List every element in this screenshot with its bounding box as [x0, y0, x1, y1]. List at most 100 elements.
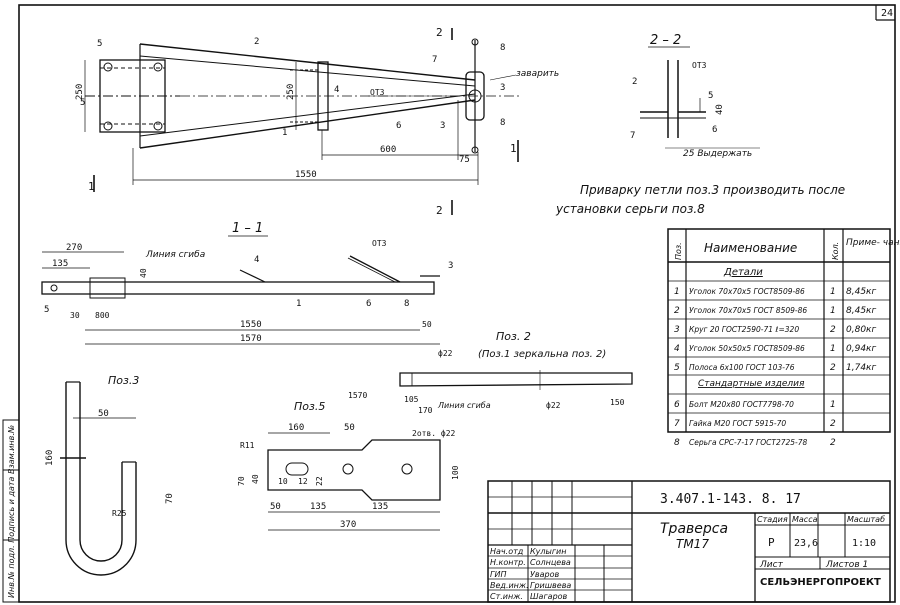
- dim-250-mid: 250: [286, 84, 296, 100]
- pos5-dim-370: 370: [340, 520, 356, 530]
- dim-1570-s11: 1570: [240, 334, 262, 344]
- spec-cell-qty: 2: [830, 325, 836, 335]
- spec-cell-name: Круг 20 ГОСТ2590-71 ℓ=320: [689, 325, 799, 334]
- spec-cell-qty: 1: [830, 287, 836, 297]
- pos-3-view: Поз.3 50 160 70 R25: [45, 374, 175, 576]
- dim-250-left: 250: [75, 84, 85, 100]
- stage-label: Стадия: [757, 515, 788, 524]
- spec-section-details: Детали: [723, 267, 763, 278]
- pos5-title: Поз.5: [294, 400, 325, 413]
- section-2-2-callout-5: 5: [708, 91, 713, 101]
- callout-6: 6: [396, 121, 401, 131]
- s11-callout-5: 5: [44, 305, 49, 315]
- s11-callout-8: 8: [404, 299, 409, 309]
- dim-75: 75: [459, 155, 470, 165]
- title-line-2: ТМ17: [676, 537, 709, 551]
- spec-header-pos: Поз.: [674, 242, 683, 260]
- side-stamp: Инв.№ подл. Подпись и дата Взам.инв.№: [2, 419, 20, 603]
- pos5-dim-100: 100: [451, 465, 460, 480]
- pos2-dim-1570: 1570: [348, 391, 367, 400]
- callout-7: 7: [432, 55, 437, 65]
- section-2-2: 2 – 2 40 ОТЗ 25 Выдержать 2 7 5 6: [630, 33, 760, 159]
- pos5-dim-12: 12: [298, 477, 308, 486]
- section-2-2-dim40: 40: [715, 104, 725, 115]
- section-2-2-callout-2: 2: [632, 77, 637, 87]
- spec-cell-note: 8,45кг: [846, 287, 876, 297]
- callout-1: 1: [282, 128, 287, 138]
- mass-label: Масса: [792, 515, 818, 524]
- callout-8-bottom: 8: [500, 118, 505, 128]
- spec-row: 1 Уголок 70х70х5 ГОСТ8509-86 1 8,45кг: [674, 287, 876, 297]
- spec-cell-name: Гайка М20 ГОСТ 5915-70: [689, 419, 786, 428]
- spec-cell-pos: 4: [674, 344, 680, 354]
- sheets-label: Листов 1: [825, 560, 868, 570]
- dim-50-s11: 50: [422, 320, 432, 329]
- pos2-dim-105: 105: [404, 395, 419, 404]
- callout-3-lower: 3: [440, 121, 445, 131]
- pos2-dim-150: 150: [610, 398, 625, 407]
- staff-role: Нач.отд: [490, 547, 524, 556]
- callout-3-right: 3: [500, 83, 505, 93]
- pos3-title: Поз.3: [108, 374, 139, 387]
- s11-callout-1: 1: [296, 299, 301, 309]
- dim-800: 800: [95, 311, 110, 320]
- spec-cell-qty: 2: [830, 419, 836, 429]
- pos5-dim-70: 70: [237, 476, 246, 486]
- spec-cell-pos: 1: [674, 287, 680, 297]
- spec-cell-name: Уголок 70х70х5 ГОСТ8509-86: [689, 287, 805, 296]
- spec-cell-pos: 3: [674, 325, 680, 335]
- spec-cell-name: Уголок 50х50х5 ГОСТ8509-86: [689, 344, 805, 353]
- stage-value: Р: [768, 536, 775, 549]
- dim-1550-plan: 1550: [295, 170, 317, 180]
- note-line-2: установки серьги поз.8: [555, 202, 705, 216]
- staff-name: Солнцева: [530, 558, 571, 567]
- s11-callout-4: 4: [254, 255, 259, 265]
- section-1-1: 1 – 1 270 135 40 30 800 1550 50 1570 Лин…: [41, 221, 453, 345]
- dim-1550-s11: 1550: [240, 320, 262, 330]
- staff-role: Вед.инж.: [490, 581, 529, 590]
- pos5-dim-50b: 50: [270, 502, 281, 512]
- section-2-2-dim25: 25 Выдержать: [683, 149, 752, 159]
- dim-270: 270: [66, 243, 82, 253]
- pos5-dim-holes: 2отв. ф22: [412, 429, 456, 438]
- section-2-2-callout-7: 7: [630, 131, 635, 141]
- staff-role: Ст.инж.: [490, 592, 523, 601]
- pos3-dim-r25: R25: [112, 509, 127, 518]
- dim-30: 30: [70, 311, 80, 320]
- spec-cell-qty: 1: [830, 344, 836, 354]
- org-name: СЕЛЬЭНЕРГОПРОЕКТ: [760, 577, 881, 588]
- plan-view: 250 250 600 75 1550 ОТЗ заварить 5 5 2 4…: [75, 26, 559, 217]
- spec-cell-name: Полоса 6х100 ГОСТ 103-76: [689, 363, 795, 372]
- spec-cell-note: 0,80кг: [846, 325, 876, 335]
- section-mark-2-bottom: 2: [436, 204, 443, 217]
- spec-cell-qty: 1: [830, 306, 836, 316]
- mass-value: 23,6: [794, 538, 818, 549]
- spec-table: Поз. Наименование Кол. Приме- чание Дета…: [667, 228, 900, 448]
- label-bend-line-s11: Линия сгиба: [145, 250, 205, 260]
- title-line-1: Траверса: [660, 521, 728, 537]
- label-weld: заварить: [516, 69, 559, 79]
- spec-cell-qty: 2: [830, 438, 836, 448]
- spec-cell-note: 1,74кг: [846, 363, 876, 373]
- spec-cell-pos: 8: [674, 438, 680, 448]
- scale-value: 1:10: [852, 538, 876, 549]
- spec-cell-pos: 6: [674, 400, 680, 410]
- pos5-dim-135b: 135: [372, 502, 388, 512]
- sheet-frame: [18, 4, 896, 603]
- pos-5-view: Поз.5 160 50 R11 2отв. ф22 70 40 10 12 2…: [237, 400, 460, 531]
- pos2-bend-line: Линия сгиба: [437, 401, 491, 410]
- spec-header-note: Приме- чание: [846, 238, 900, 248]
- callout-8-top: 8: [500, 43, 505, 53]
- dim-135: 135: [52, 259, 68, 269]
- dim-40-s11: 40: [139, 268, 148, 278]
- pos-2-view: Поз. 2 (Поз.1 зеркальна поз. 2) ф22 ф22 …: [348, 330, 633, 415]
- doc-code: 3.407.1-143. 8. 17: [660, 492, 801, 507]
- pos2-dim-f22b: ф22: [546, 401, 561, 410]
